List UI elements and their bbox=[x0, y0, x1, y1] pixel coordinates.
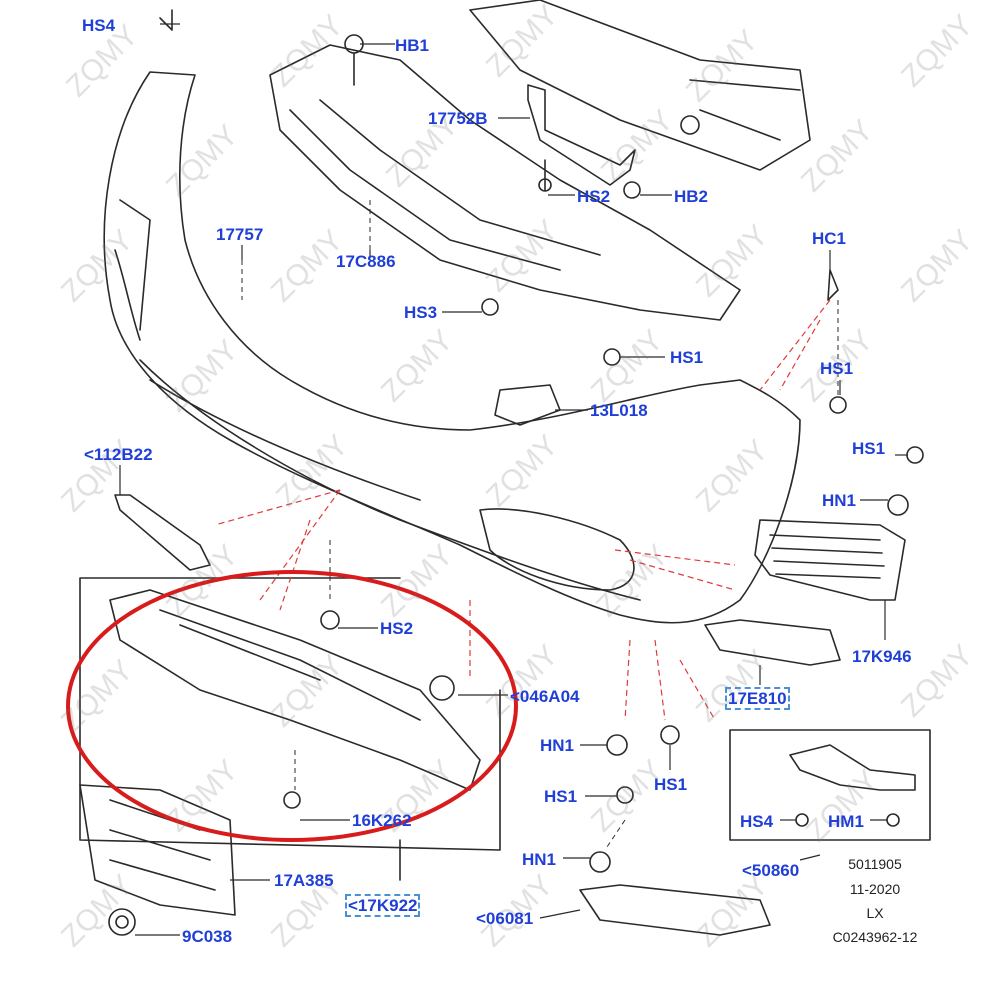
ref-line-2: 11-2020 bbox=[849, 881, 901, 897]
label-17e810: 17E810 bbox=[725, 687, 790, 710]
ref-line-3: LX bbox=[866, 905, 884, 921]
ref-line-1: 5011905 bbox=[848, 856, 902, 872]
label-112b22: <112B22 bbox=[84, 445, 153, 464]
label-hs3: HS3 bbox=[404, 303, 438, 322]
garnish-112b22 bbox=[114, 494, 211, 571]
label-17k922: <17K922 bbox=[344, 894, 421, 917]
label-hs4-top: HS4 bbox=[82, 16, 116, 35]
label-06081: <06081 bbox=[476, 909, 534, 928]
label-9c038: 9C038 bbox=[182, 927, 233, 946]
label-hs2-mid: HS2 bbox=[380, 619, 414, 638]
label-hs4-bottom: HS4 bbox=[740, 812, 774, 831]
label-16k262: 16K262 bbox=[352, 811, 412, 830]
trim-17e810 bbox=[704, 619, 841, 666]
upper-absorber bbox=[269, 44, 741, 321]
label-hn1-c: HN1 bbox=[522, 850, 557, 869]
label-hs2-top: HS2 bbox=[577, 187, 611, 206]
label-hs1-e: HS1 bbox=[544, 787, 578, 806]
label-hs1-a: HS1 bbox=[670, 348, 704, 367]
reinforcement-beam bbox=[469, 0, 811, 171]
label-50860: <50860 bbox=[742, 861, 800, 880]
ref-line-4: C0243962-12 bbox=[832, 929, 918, 945]
label-17752b: 17752B bbox=[428, 109, 488, 128]
reflector-06081 bbox=[579, 884, 771, 936]
lower-grille-17k946 bbox=[754, 519, 906, 601]
label-13l018: 13L018 bbox=[590, 401, 648, 420]
label-hs1-b: HS1 bbox=[820, 359, 854, 378]
label-hb2: HB2 bbox=[674, 187, 709, 206]
highlight-ring bbox=[66, 570, 518, 842]
label-hs1-d: HS1 bbox=[654, 775, 688, 794]
bracket-17752b bbox=[527, 84, 636, 186]
plate-bracket-17a385 bbox=[79, 784, 236, 916]
label-17757: 17757 bbox=[216, 225, 264, 244]
label-hn1-b: HN1 bbox=[540, 736, 575, 755]
label-046a04: <046A04 bbox=[510, 687, 580, 706]
fog-pocket bbox=[479, 508, 635, 591]
label-17c886: 17C886 bbox=[336, 252, 396, 271]
label-hn1-a: HN1 bbox=[822, 491, 857, 510]
label-17a385: 17A385 bbox=[274, 871, 334, 890]
label-hm1: HM1 bbox=[828, 812, 864, 831]
label-17k946: 17K946 bbox=[852, 647, 912, 666]
label-hs1-c: HS1 bbox=[852, 439, 886, 458]
lower-spoiler bbox=[109, 589, 481, 791]
tow-cover-13l018 bbox=[494, 384, 561, 426]
label-hb1: HB1 bbox=[395, 36, 430, 55]
bumper-cover bbox=[103, 71, 801, 624]
label-hc1: HC1 bbox=[812, 229, 847, 248]
